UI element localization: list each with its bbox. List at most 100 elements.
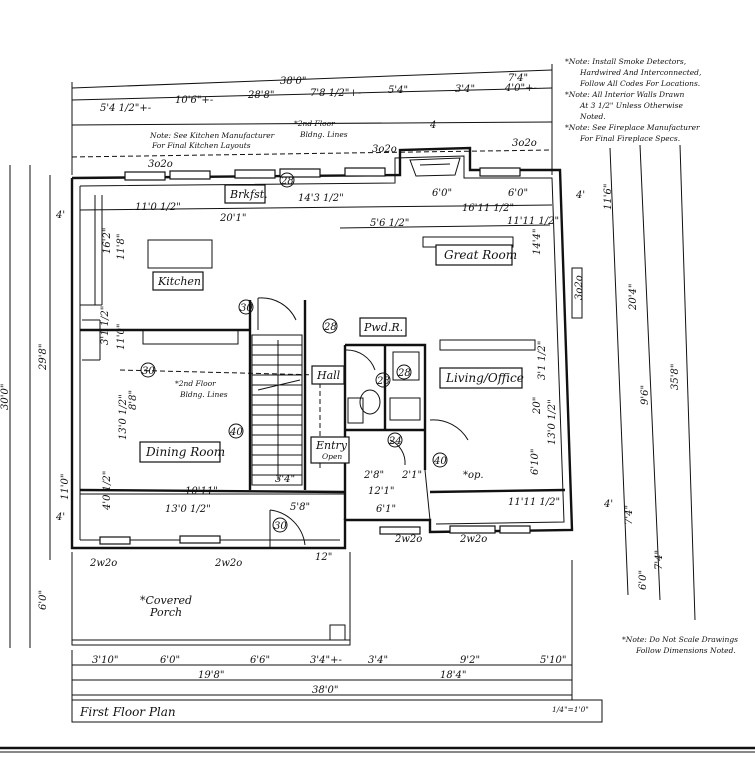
room-labels: Brkfst. Kitchen Great Room Pwd.R. Hall L… xyxy=(139,184,524,619)
svg-text:7'4": 7'4" xyxy=(624,505,635,525)
svg-text:3'4": 3'4" xyxy=(275,474,295,485)
note-line: For Final Fireplace Specs. xyxy=(579,134,680,143)
plan-scale: 1/4"=1'0" xyxy=(552,705,589,714)
interior-dimensions: 11'0 1/2" 14'3 1/2" 6'0" 16'11 1/2" 6'0"… xyxy=(79,188,560,515)
svg-text:20'1": 20'1" xyxy=(219,213,246,224)
room-hall: Hall xyxy=(316,369,341,382)
svg-text:2w2o: 2w2o xyxy=(394,534,422,545)
svg-text:11'8": 11'8" xyxy=(116,234,127,260)
grid-mark: 4 xyxy=(429,120,436,131)
fireplace xyxy=(409,157,461,177)
svg-text:18'4": 18'4" xyxy=(440,670,466,681)
svg-text:4': 4' xyxy=(55,210,65,221)
svg-text:7'4": 7'4" xyxy=(654,550,665,570)
svg-text:6'6": 6'6" xyxy=(250,655,270,666)
dim-top-b: 10'6"+- xyxy=(175,95,214,106)
dim-top-g: 4'0"+- xyxy=(504,83,537,94)
svg-text:3'4"+-: 3'4"+- xyxy=(310,655,342,666)
svg-text:13'0 1/2": 13'0 1/2" xyxy=(118,394,129,440)
svg-text:40: 40 xyxy=(229,427,243,438)
svg-text:For Final Kitchen Layouts: For Final Kitchen Layouts xyxy=(151,141,251,150)
svg-text:11'6": 11'6" xyxy=(603,184,614,210)
interior-walls xyxy=(79,195,566,521)
svg-text:Bldng. Lines: Bldng. Lines xyxy=(299,130,348,139)
svg-text:3'1 1/2": 3'1 1/2" xyxy=(537,341,548,380)
note-line: Hardwired And Interconnected, xyxy=(579,68,701,77)
fixtures xyxy=(142,236,583,424)
svg-text:19'8": 19'8" xyxy=(198,670,224,681)
svg-text:3o2o: 3o2o xyxy=(512,138,537,149)
svg-text:8'8": 8'8" xyxy=(128,390,139,410)
svg-text:Bldng. Lines: Bldng. Lines xyxy=(179,390,228,399)
room-great-room: Great Room xyxy=(444,248,517,262)
svg-text:24: 24 xyxy=(388,436,402,447)
room-kitchen: Kitchen xyxy=(157,275,201,288)
svg-text:3o2o: 3o2o xyxy=(148,159,173,170)
svg-text:*2nd Floor: *2nd Floor xyxy=(294,119,335,128)
svg-text:5'8": 5'8" xyxy=(290,502,310,513)
svg-text:2w2o: 2w2o xyxy=(214,558,242,569)
svg-text:11'11 1/2": 11'11 1/2" xyxy=(507,216,559,227)
svg-text:11'0 1/2": 11'0 1/2" xyxy=(135,202,181,213)
svg-text:13'0 1/2": 13'0 1/2" xyxy=(165,504,211,515)
svg-text:3o2o: 3o2o xyxy=(372,144,397,155)
dim-top-overall: 38'0" xyxy=(280,76,306,87)
svg-text:*Note: Do Not Scale Drawings: *Note: Do Not Scale Drawings xyxy=(622,635,738,644)
svg-text:4': 4' xyxy=(55,512,65,523)
covered-porch xyxy=(71,552,351,646)
svg-text:3o2o: 3o2o xyxy=(574,275,585,300)
svg-text:5'6 1/2": 5'6 1/2" xyxy=(370,218,409,229)
svg-text:10'11": 10'11" xyxy=(185,486,218,497)
bottom-dimensions: 3'10" 6'0" 6'6" 3'4"+- 3'4" 9'2" 5'10" 1… xyxy=(71,560,573,700)
plan-title: First Floor Plan xyxy=(79,705,176,719)
dim-top-e: 5'4" xyxy=(388,85,408,96)
second-floor-dashed-lines xyxy=(71,149,553,470)
room-entry: Entry xyxy=(315,439,348,452)
kitchen-note: Note: See Kitchen Manufacturer For Final… xyxy=(149,131,275,150)
title-block: First Floor Plan 1/4"=1'0" xyxy=(0,699,755,753)
svg-text:6'10": 6'10" xyxy=(530,449,541,475)
dim-top-h: 7'4" xyxy=(508,73,528,84)
dim-top-a: 5'4 1/2"+- xyxy=(100,103,152,114)
svg-text:28: 28 xyxy=(323,322,337,333)
dim-top-c: 28'8" xyxy=(247,90,274,101)
svg-text:9'2": 9'2" xyxy=(460,655,480,666)
svg-text:20": 20" xyxy=(532,397,543,415)
svg-text:4': 4' xyxy=(603,499,613,510)
svg-text:29'8": 29'8" xyxy=(38,344,49,371)
svg-text:*op.: *op. xyxy=(463,470,484,481)
svg-text:20'4": 20'4" xyxy=(628,284,639,311)
window-tags: 2w2o 2w2o 2w2o 2w2o 3o2o 3o2o 3o2o 3o2o … xyxy=(89,138,585,569)
svg-text:13'0 1/2": 13'0 1/2" xyxy=(547,399,558,445)
svg-text:14'3 1/2": 14'3 1/2" xyxy=(298,193,344,204)
svg-text:16'2": 16'2" xyxy=(102,228,113,254)
note-line: *Note: Install Smoke Detectors, xyxy=(565,57,686,66)
dim-top-f: 3'4" xyxy=(455,84,475,95)
svg-text:12'1": 12'1" xyxy=(368,486,394,497)
svg-text:6'0": 6'0" xyxy=(638,570,649,590)
svg-text:3'4": 3'4" xyxy=(368,655,388,666)
svg-text:6'0": 6'0" xyxy=(508,188,528,199)
svg-text:40: 40 xyxy=(433,456,447,467)
note-line: Noted. xyxy=(579,112,606,121)
note-line: At 3 1/2" Unless Otherwise xyxy=(579,101,683,110)
svg-text:38'0": 38'0" xyxy=(312,685,338,696)
svg-text:2w2o: 2w2o xyxy=(89,558,117,569)
room-dining-room: Dining Room xyxy=(145,445,225,459)
room-brkfst: Brkfst. xyxy=(229,188,268,201)
svg-text:14'4": 14'4" xyxy=(532,229,543,255)
svg-text:4': 4' xyxy=(575,190,585,201)
svg-text:30'0": 30'0" xyxy=(0,384,11,410)
staircase xyxy=(251,334,303,486)
svg-text:35'8": 35'8" xyxy=(670,364,681,390)
top-windows xyxy=(99,167,531,545)
svg-text:16'11 1/2": 16'11 1/2" xyxy=(462,203,514,214)
second-floor-note-top: *2nd Floor Bldng. Lines xyxy=(294,119,348,139)
svg-text:6'0": 6'0" xyxy=(432,188,452,199)
dim-top-d: 7'8 1/2"+- xyxy=(310,88,362,99)
svg-text:28: 28 xyxy=(376,376,390,387)
svg-text:11'0": 11'0" xyxy=(60,474,71,500)
svg-text:2'8": 2'8" xyxy=(363,470,384,481)
top-dimension-lines: 38'0" 5'4 1/2"+- 10'6"+- 28'8" 7'8 1/2"+… xyxy=(71,64,553,175)
door-swings xyxy=(257,297,469,548)
